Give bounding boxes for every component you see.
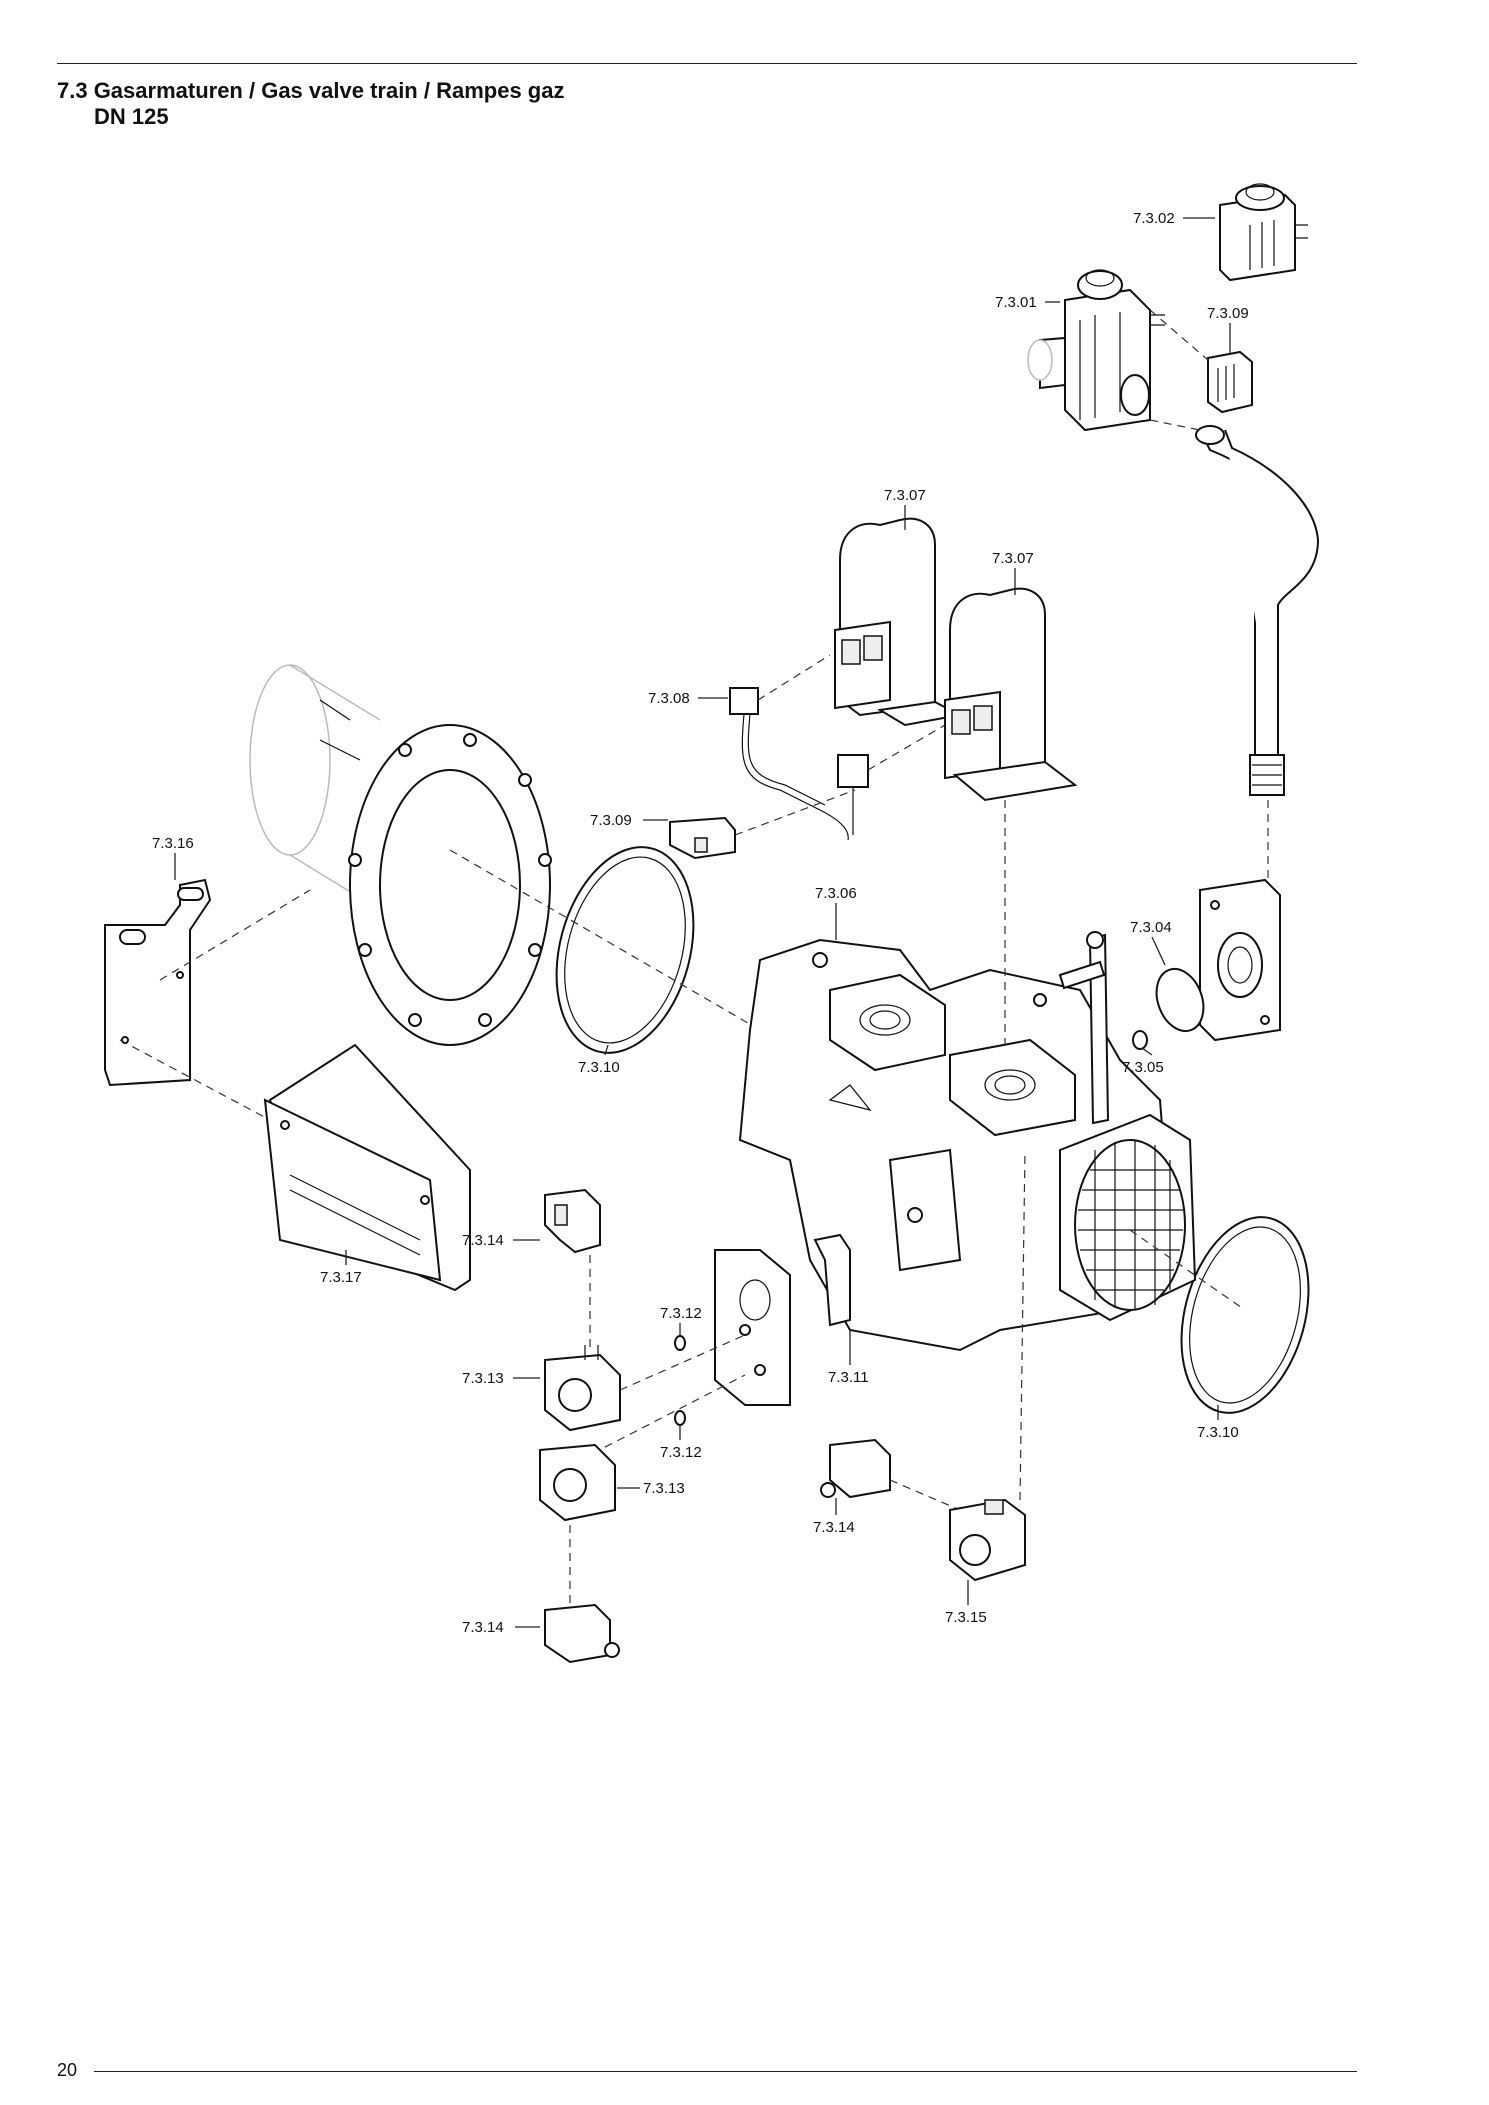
part-7-3-14-connector-b bbox=[544, 1603, 620, 1664]
callout-7-3-11: 7.3.11 bbox=[828, 1369, 869, 1386]
part-7-3-07-actuator-a bbox=[834, 517, 964, 727]
part-7-3-05-o-ring-small bbox=[1132, 1030, 1148, 1050]
callout-7-3-14-a: 7.3.14 bbox=[462, 1232, 504, 1249]
part-7-3-16-bracket bbox=[104, 878, 212, 1087]
part-7-3-13-pressure-switch-a bbox=[544, 1345, 621, 1432]
part-7-3-07-actuator-b bbox=[944, 587, 1078, 802]
callout-7-3-05: 7.3.05 bbox=[1122, 1059, 1164, 1076]
part-7-3-04-o-ring bbox=[1155, 968, 1205, 1032]
callout-7-3-16: 7.3.16 bbox=[152, 835, 194, 852]
test-nipple bbox=[1058, 931, 1110, 1125]
page-number: 20 bbox=[57, 2060, 78, 2080]
part-7-3-14-connector-c bbox=[820, 1438, 891, 1499]
callout-7-3-08: 7.3.08 bbox=[648, 690, 690, 707]
callout-7-3-06: 7.3.06 bbox=[815, 885, 857, 902]
part-7-3-11-plate bbox=[813, 1233, 851, 1327]
callout-7-3-02: 7.3.02 bbox=[1133, 210, 1175, 227]
callout-7-3-07-b: 7.3.07 bbox=[992, 550, 1034, 567]
callout-7-3-12-a: 7.3.12 bbox=[660, 1305, 702, 1322]
part-7-3-01-valve bbox=[1027, 269, 1165, 432]
part-7-3-12-seal-b bbox=[674, 1410, 686, 1426]
callout-7-3-04: 7.3.04 bbox=[1130, 919, 1172, 936]
callout-7-3-14-c: 7.3.14 bbox=[462, 1619, 504, 1636]
page-subtitle: DN 125 bbox=[94, 104, 169, 129]
callout-7-3-13-b: 7.3.13 bbox=[643, 1480, 685, 1497]
inlet-flange-pipe bbox=[249, 664, 552, 1046]
pressure-switch-plate bbox=[714, 1249, 791, 1406]
callout-7-3-14-b: 7.3.14 bbox=[813, 1519, 855, 1536]
callout-7-3-09-a: 7.3.09 bbox=[1207, 305, 1249, 322]
part-7-3-13-pressure-switch-b bbox=[539, 1443, 616, 1522]
part-7-3-10-gasket-a bbox=[555, 846, 695, 1054]
part-7-3-09-plug-b bbox=[669, 816, 736, 860]
part-7-3-14-connector-a bbox=[544, 1188, 601, 1254]
callout-7-3-10-a: 7.3.10 bbox=[578, 1059, 620, 1076]
callout-7-3-12-b: 7.3.12 bbox=[660, 1444, 702, 1461]
callout-7-3-01: 7.3.01 bbox=[995, 294, 1037, 311]
callout-7-3-07-a: 7.3.07 bbox=[884, 487, 926, 504]
page-title: 7.3 Gasarmaturen / Gas valve train / Ram… bbox=[57, 78, 565, 103]
callout-7-3-09-b: 7.3.09 bbox=[590, 812, 632, 829]
part-7-3-12-seal-a bbox=[674, 1335, 686, 1351]
part-7-3-06-valve-body bbox=[738, 938, 1197, 1352]
gas-pipe bbox=[1195, 425, 1320, 796]
callout-7-3-13-a: 7.3.13 bbox=[462, 1370, 504, 1387]
part-7-3-10-gasket-b bbox=[1180, 1216, 1310, 1414]
callout-7-3-10-b: 7.3.10 bbox=[1197, 1424, 1239, 1441]
part-7-3-02-coil bbox=[1219, 183, 1308, 282]
part-7-3-08-cable bbox=[729, 687, 869, 841]
callout-7-3-15: 7.3.15 bbox=[945, 1609, 987, 1626]
callout-7-3-17: 7.3.17 bbox=[320, 1269, 362, 1286]
bottom-rule bbox=[94, 2071, 1357, 2072]
part-7-3-17-cover bbox=[263, 1043, 471, 1292]
top-rule bbox=[57, 63, 1357, 64]
part-7-3-15-pressure-switch bbox=[949, 1498, 1026, 1582]
part-7-3-09-plug-a bbox=[1207, 350, 1253, 414]
part-7-3-04-adapter-plate bbox=[1199, 878, 1281, 1042]
